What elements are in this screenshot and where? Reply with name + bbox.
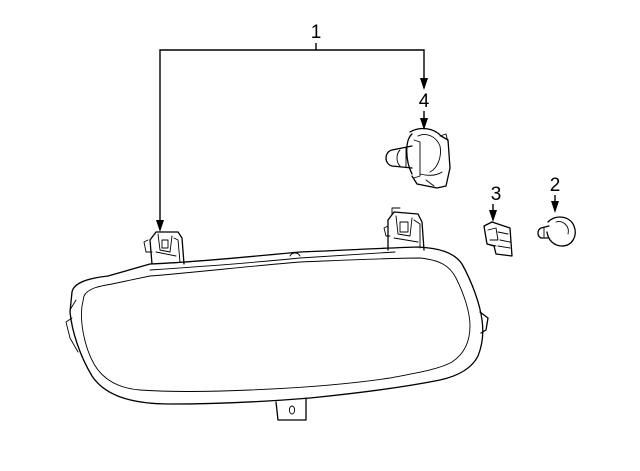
- push-pin-part-2: [537, 216, 576, 247]
- bulb-part-4: [385, 127, 451, 189]
- callout-4: 4: [419, 91, 430, 112]
- leader-4: [420, 111, 428, 130]
- callout-3: 3: [491, 184, 502, 205]
- callout-1: 1: [311, 22, 322, 43]
- leader-3: [489, 204, 497, 222]
- clip-part-3: [483, 221, 513, 257]
- callout-2: 2: [550, 175, 561, 196]
- leader-2: [551, 195, 559, 213]
- fog-lamp-assembly-part-1: [65, 207, 489, 421]
- leader-1: [156, 43, 428, 232]
